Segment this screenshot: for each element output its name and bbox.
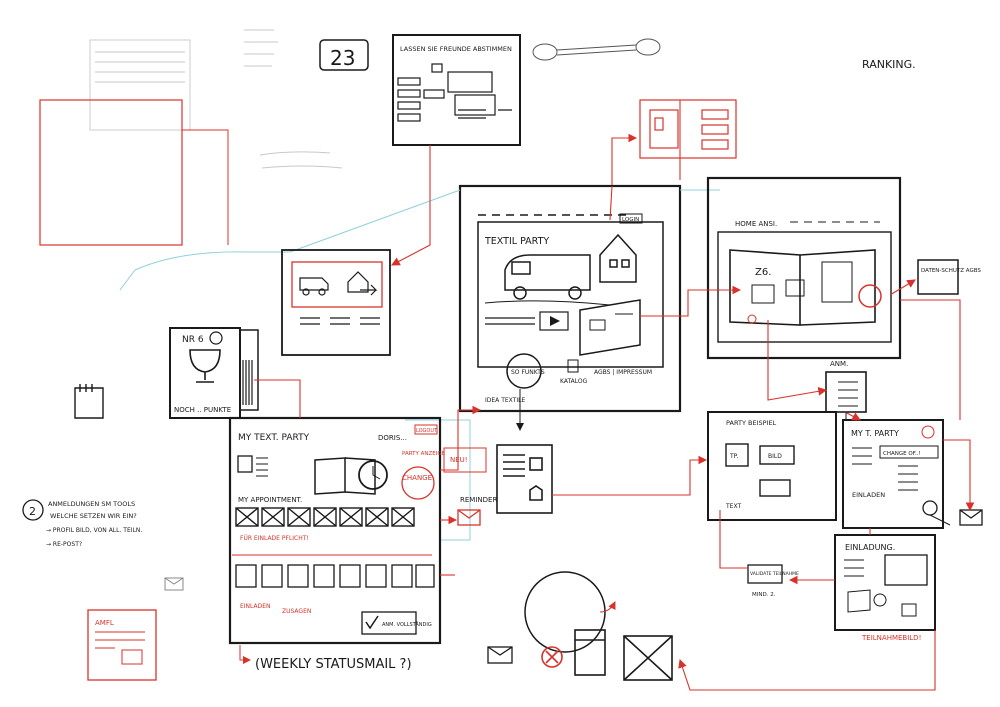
calendar-number: 23 (330, 46, 355, 70)
einladung-sketch: EINLADUNG. (835, 535, 935, 630)
trophy-widget: NR 6 NOCH .. PUNKTE (170, 328, 258, 418)
cyan-guides (120, 190, 720, 540)
reminder-label: REMINDER (460, 496, 497, 504)
right-envelope (960, 510, 982, 525)
faint-page-sketch (90, 30, 342, 168)
glasses-sketch (533, 39, 660, 60)
change-of-label: CHANGE OF..! (883, 451, 921, 457)
tp-label: TP. (729, 453, 738, 460)
nr6-label: NR 6 (182, 335, 204, 345)
anm-card: ANM. (826, 360, 866, 412)
reminder-envelope (458, 510, 480, 525)
calendar-icon: 23 (320, 40, 368, 70)
instruction-card: LASSEN SIE FREUNDE ABSTIMMEN (393, 35, 520, 145)
note-line-1: ANMELDUNGEN SM TOOLS (48, 500, 135, 508)
weekly-statusmail-label: (WEEKLY STATUSMAIL ?) (255, 657, 412, 672)
my-t-party-title: MY T. PARTY (851, 429, 899, 438)
notepad-icon (75, 384, 103, 418)
database-icon (575, 630, 605, 675)
mail-card-red: AMFL (88, 610, 156, 680)
einladen-right-label: EINLADEN (852, 491, 885, 499)
note-line-3: → PROFIL BILD, VON ALL. TEILN. (46, 527, 142, 534)
facebook-share-box (640, 100, 736, 158)
party-beispiel-sketch: PARTY BEISPIEL TP. BILD TEXT (708, 412, 836, 520)
crossed-box (624, 636, 672, 680)
amfl-label: AMFL (95, 619, 114, 627)
note-line-4: → RE-POST? (46, 541, 82, 548)
bild-label: BILD (768, 453, 782, 460)
datenschutz-label: DATEN-SCHUTZ AGBS (921, 268, 981, 274)
van-icon (505, 255, 590, 299)
red-frame-top-left (40, 100, 182, 245)
neu-label: NEU! (450, 456, 468, 464)
home-page-sketch: LOGIN TEXTIL PARTY SO FUNKTS KATALOG AGB… (460, 186, 680, 411)
my-text-party-title: MY TEXT. PARTY (238, 433, 310, 443)
change-label: CHANGE (402, 474, 432, 482)
teilnahmebild-label: TEILNAHMEBILD! (861, 634, 921, 642)
house-icon (600, 235, 636, 282)
dashboard-sketch: MY TEXT. PARTY DORIS... LOGOUT PARTY ANZ… (230, 418, 486, 643)
flow-connectors (254, 100, 970, 690)
so-funkts-label: SO FUNKTS (511, 369, 545, 376)
fuer-einlade-label: FÜR EINLADE PFLICHT! (240, 535, 309, 542)
logout-label: LOGOUT (416, 428, 438, 434)
instruction-text: LASSEN SIE FREUNDE ABSTIMMEN (400, 45, 512, 53)
home-ansi-label: HOME ANSI. (735, 220, 777, 228)
anm-vollstaendig-label: ANM. VOLLSTÄNDIG (382, 621, 432, 628)
note-line-2: WELCHE SETZEN WIR EIN? (50, 512, 137, 520)
agbs-impressum-label: AGBS | IMPRESSUM (594, 369, 652, 376)
small-mail-icon (165, 578, 183, 590)
transport-section-sketch (282, 250, 390, 355)
text-label: TEXT (725, 503, 741, 510)
note-block: 2 ANMELDUNGEN SM TOOLS WELCHE SETZEN WIR… (23, 500, 142, 548)
doris-label: DORIS... (378, 434, 407, 442)
anm-label: ANM. (830, 360, 848, 368)
z6-label: Z6. (755, 267, 771, 278)
mind2-label: MIND. 2. (752, 592, 776, 598)
zusagen-label: ZUSAGEN (282, 608, 311, 615)
note-number: 2 (29, 505, 36, 518)
flyer-sketch (497, 445, 552, 513)
ranking-label: RANKING. (862, 58, 916, 71)
validate-label: VALIDATE TEILNAHME (750, 571, 799, 577)
noch-punkte-label: NOCH .. PUNKTE (174, 406, 231, 414)
catalog-browser-sketch: HOME ANSI. Z6. (708, 178, 900, 358)
party-anzeige-label: PARTY ANZEIGE (402, 451, 446, 457)
my-t-party-sketch: MY T. PARTY CHANGE OF..! EINLADEN (843, 420, 943, 528)
einladung-title: EINLADUNG. (845, 543, 895, 552)
login-label: LOGIN (622, 217, 639, 223)
einladen-label: EINLADEN (240, 603, 271, 610)
katalog-label: KATALOG (560, 378, 588, 385)
bottom-envelope (488, 647, 512, 663)
my-appointment-label: MY APPOINTMENT. (238, 496, 302, 504)
idea-textile-label: IDEA TEXTILE (485, 397, 525, 404)
party-beispiel-label: PARTY BEISPIEL (726, 419, 777, 427)
textil-party-title: TEXTIL PARTY (484, 236, 549, 247)
